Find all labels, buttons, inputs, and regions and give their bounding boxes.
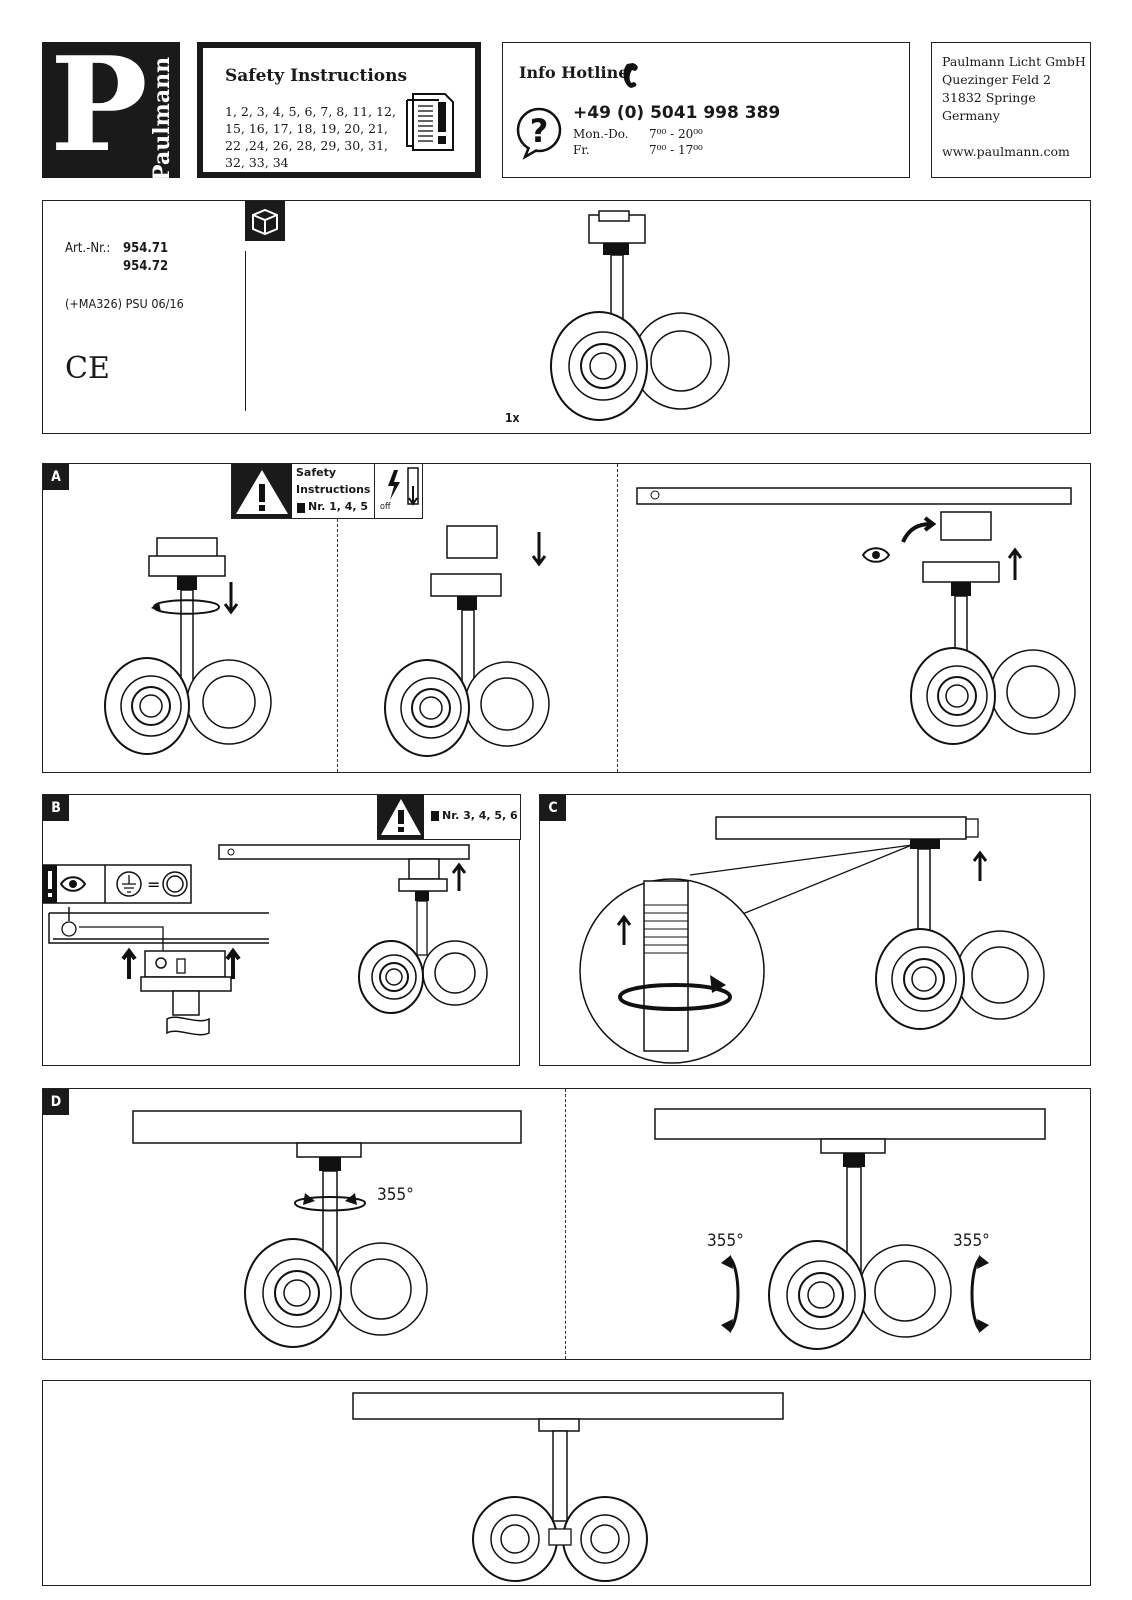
step-d1-illustration xyxy=(132,1110,522,1348)
final-view-panel xyxy=(42,1380,1091,1586)
quantity-label: 1x xyxy=(505,411,520,425)
panel-label-b: B xyxy=(43,795,69,821)
art-label: Art.-Nr.: xyxy=(65,241,111,256)
product-panel: Art.-Nr.: 954.71 954.72 (+MA326) PSU 06/… xyxy=(42,200,1091,434)
safety-warning-box: Safety Instructions Nr. 1, 4, 5 off xyxy=(231,463,423,519)
step-panel-b: B Nr. 3, 4, 5, 6 = xyxy=(42,794,521,1066)
dashed-divider xyxy=(617,464,618,772)
box-contents-icon xyxy=(245,201,285,241)
safety-nr: Nr. 3, 4, 5, 6 xyxy=(442,809,518,822)
document-warning-icon xyxy=(406,93,454,151)
step-a1-illustration xyxy=(104,537,272,755)
info-hotline-box: Info Hotline ? +49 (0) 5041 998 389 Mon.… xyxy=(502,42,910,178)
address-line: 31832 Springe xyxy=(942,90,1036,105)
safety-warning-box: Nr. 3, 4, 5, 6 xyxy=(377,794,521,840)
panel-label-d: D xyxy=(43,1089,69,1115)
phone-icon xyxy=(623,63,638,88)
rotation-angle-2: 355° xyxy=(707,1231,744,1251)
step-b-illustration xyxy=(218,844,488,1014)
safety-label-1: Safety xyxy=(296,466,337,479)
step-a2-illustration xyxy=(384,525,550,757)
hotline-phone: +49 (0) 5041 998 389 xyxy=(573,103,781,123)
divider xyxy=(245,251,246,411)
step-d2-illustration xyxy=(654,1108,1046,1350)
address-line: Paulmann Licht GmbH xyxy=(942,54,1086,69)
ce-mark: CE xyxy=(65,351,110,386)
logo-brand: Paulmann xyxy=(149,56,175,181)
company-address-box: Paulmann Licht GmbH Quezinger Feld 2 318… xyxy=(931,42,1091,178)
hotline-time-1: 7⁰⁰ - 20⁰⁰ xyxy=(649,127,703,141)
panel-label-a: A xyxy=(43,464,69,490)
question-bubble-icon: ? xyxy=(516,107,562,160)
website-link[interactable]: www.paulmann.com xyxy=(942,144,1070,159)
art-number-1: 954.71 xyxy=(123,241,169,256)
step-panel-d: D 355° 355° 355° xyxy=(42,1088,1091,1360)
document-icon xyxy=(431,811,439,821)
dashed-divider xyxy=(565,1089,566,1359)
dashed-divider xyxy=(337,464,338,772)
power-off-icon xyxy=(388,467,419,506)
hotline-days-2: Fr. xyxy=(573,143,590,157)
off-label: off xyxy=(380,502,391,512)
rotation-angle-3: 355° xyxy=(953,1231,990,1251)
art-number-2: 954.72 xyxy=(123,259,169,274)
address-line: Germany xyxy=(942,108,1000,123)
step-a3-illustration xyxy=(901,511,1076,745)
svg-text:?: ? xyxy=(530,112,549,150)
hotline-title: Info Hotline xyxy=(519,63,629,82)
logo-letter: P xyxy=(50,28,148,181)
divider xyxy=(374,464,375,518)
rotation-angle-1: 355° xyxy=(377,1185,414,1205)
safety-instructions-box: Safety Instructions 1, 2, 3, 4, 5, 6, 7,… xyxy=(197,42,481,178)
step-panel-a: A Safety Instructions Nr. 1, 4, 5 off xyxy=(42,463,1091,773)
warning-triangle-icon xyxy=(378,795,424,839)
svg-text:=: = xyxy=(147,875,160,894)
hotline-days-1: Mon.-Do. xyxy=(573,127,629,141)
psu-note: (+MA326) PSU 06/16 xyxy=(65,296,184,311)
paulmann-logo: P Paulmann xyxy=(42,28,180,181)
safety-title: Safety Instructions xyxy=(225,66,408,86)
ground-check-icons: = xyxy=(42,864,192,904)
panel-label-c: C xyxy=(540,795,566,821)
track-rail xyxy=(636,487,1072,505)
final-illustration xyxy=(352,1392,784,1582)
document-icon xyxy=(297,503,305,513)
safety-label-2: Instructions xyxy=(296,483,371,496)
safety-numbers: 1, 2, 3, 4, 5, 6, 7, 8, 11, 12, 15, 16, … xyxy=(225,104,396,170)
eye-icon xyxy=(861,547,891,563)
ground-contact-detail xyxy=(48,907,269,1036)
hotline-time-2: 7⁰⁰ - 17⁰⁰ xyxy=(649,143,703,157)
address-line: Quezinger Feld 2 xyxy=(942,72,1051,87)
spotlight-illustration xyxy=(550,210,730,421)
safety-nr: Nr. 1, 4, 5 xyxy=(308,500,369,513)
step-panel-c: C xyxy=(539,794,1091,1066)
step-c-illustration xyxy=(579,816,1045,1064)
warning-triangle-icon xyxy=(232,464,292,518)
